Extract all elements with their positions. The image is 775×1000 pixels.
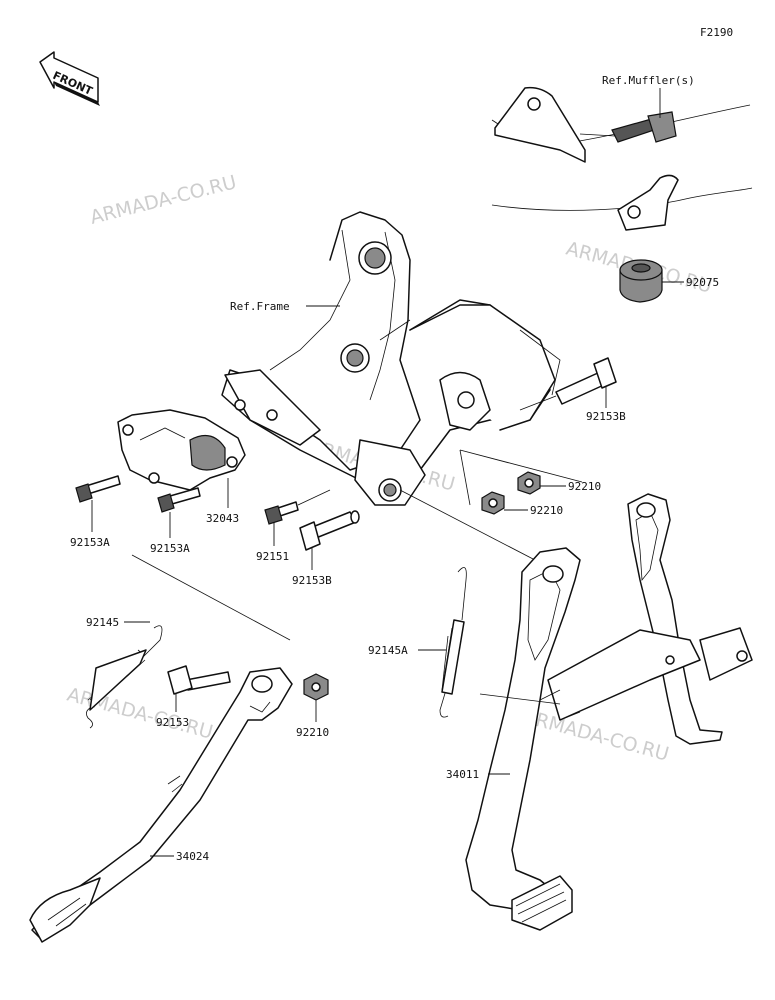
side-stand-34024: 34024 [29,667,293,943]
muffler-bracket: Ref.Muffler(s) [491,74,753,231]
nut-92210-c: 92210 [296,673,329,739]
bolt-92153A-mid: 92153A [150,487,201,555]
part-92210-a-label: 92210 [568,480,601,493]
part-34024-label: 34024 [176,850,209,863]
part-92075-label: 92075 [686,276,719,289]
bolt-92153B-low: 92153B [292,510,360,587]
figure-id: F2190 [700,26,733,39]
part-92210-c-label: 92210 [296,726,329,739]
part-92151-label: 92151 [256,550,289,563]
watermark-4: ARMADA-CO.RU [65,684,216,744]
bolt-92151: 92151 [256,489,331,563]
spring-92145A: 92145A [368,567,467,718]
front-arrow-icon: FRONT [39,51,100,106]
ref-frame-label: Ref.Frame [230,300,290,313]
frame: Ref.Frame [221,211,561,506]
part-92153-label: 92153 [156,716,189,729]
bolt-92153A-left: 92153A [70,475,121,549]
nut-92210-a: 92210 [459,449,601,495]
main-stand-34011: 34011 [446,493,753,931]
leader-nut [459,449,471,506]
part-92153B-top-label: 92153B [586,410,626,423]
watermark-1: ARMADA-CO.RU [88,171,239,229]
part-92153A-left-label: 92153A [70,536,110,549]
part-32043-label: 32043 [206,512,239,525]
bolt-92153B-top: 92153B [519,357,626,423]
leader-main-stand [399,489,536,561]
part-34011-label: 34011 [446,768,479,781]
leader-side-stand [131,554,291,641]
part-92153B-low-label: 92153B [292,574,332,587]
part-92145-label: 92145 [86,616,119,629]
spring-92145: 92145 [86,616,163,729]
damper-92075: 92075 [619,259,719,303]
bolt-92153: 92153 [156,665,231,729]
part-92145A-label: 92145A [368,644,408,657]
ref-mufflers-label: Ref.Muffler(s) [602,74,695,87]
watermark-5: ARMADA-CO.RU [521,706,672,766]
part-92153A-mid-label: 92153A [150,542,190,555]
part-92210-b-label: 92210 [530,504,563,517]
bracket-32043: 32043 [117,409,246,525]
nut-92210-b: 92210 [481,491,563,517]
